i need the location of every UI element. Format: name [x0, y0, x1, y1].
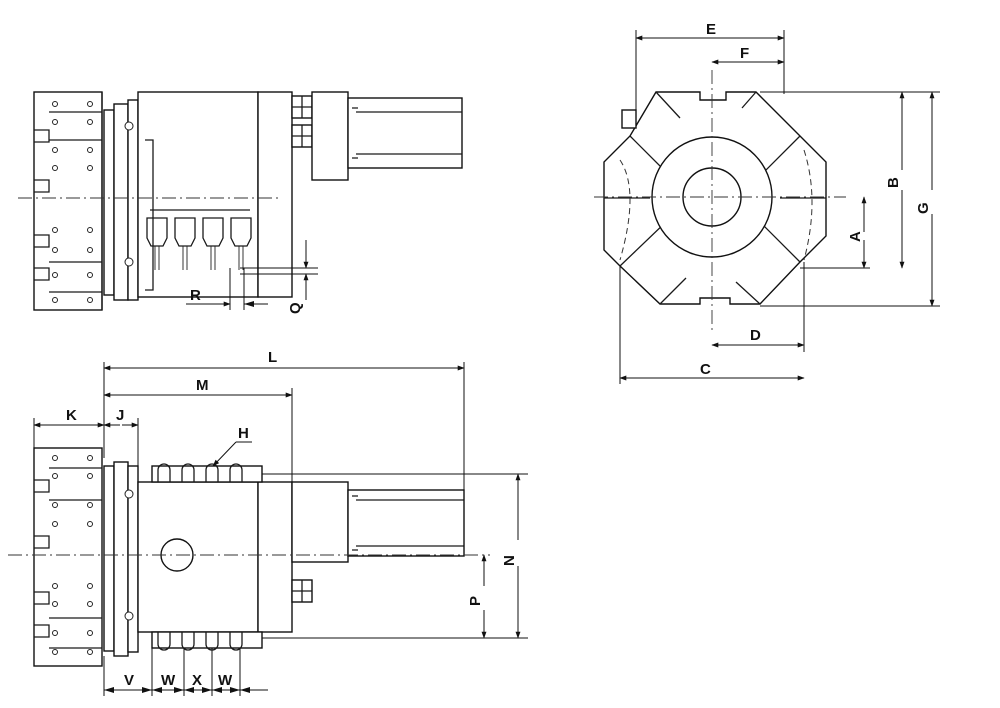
- svg-text:W: W: [161, 672, 176, 689]
- switch-body-lower: [137, 481, 259, 633]
- svg-text:D: D: [750, 327, 761, 344]
- switch-body: [137, 91, 259, 298]
- dimension-A: A: [800, 196, 870, 269]
- dimension-Q: Q: [240, 240, 318, 314]
- side-view-top: R Q: [18, 91, 463, 314]
- wafer-contacts-column-lower: [33, 447, 103, 667]
- svg-text:M: M: [196, 377, 209, 394]
- solder-lugs-top: [151, 463, 263, 483]
- dimension-C: C: [619, 266, 805, 384]
- dimension-L: L: [103, 349, 465, 552]
- svg-text:A: A: [847, 231, 864, 242]
- dimension-B: B: [760, 91, 940, 269]
- svg-text:N: N: [501, 555, 518, 566]
- dimension-R: R: [186, 268, 268, 310]
- svg-text:K: K: [66, 407, 77, 424]
- svg-text:W: W: [218, 672, 233, 689]
- svg-text:L: L: [268, 349, 277, 366]
- svg-text:C: C: [700, 361, 711, 378]
- side-view-bottom: L M K J H: [8, 349, 528, 696]
- dimension-F: F: [711, 45, 785, 65]
- dimension-H: H: [212, 425, 252, 467]
- front-view: E F A B G: [594, 21, 940, 384]
- dimension-VWXW: V W X W: [103, 648, 268, 696]
- svg-text:Q: Q: [287, 302, 304, 314]
- svg-text:B: B: [885, 177, 902, 188]
- dimension-K: K: [33, 407, 105, 448]
- svg-text:R: R: [190, 287, 201, 304]
- svg-text:X: X: [192, 672, 202, 689]
- svg-text:F: F: [740, 45, 749, 62]
- svg-text:G: G: [915, 202, 932, 214]
- dimension-M: M: [103, 377, 293, 484]
- svg-text:E: E: [706, 21, 716, 38]
- svg-text:V: V: [124, 672, 134, 689]
- svg-text:P: P: [467, 596, 484, 606]
- dimension-J: J: [103, 407, 139, 466]
- dimension-G: G: [760, 91, 940, 307]
- dimension-P: P: [467, 554, 487, 639]
- solder-lugs-bottom: [151, 631, 263, 651]
- terminals-row: [146, 217, 252, 270]
- svg-text:H: H: [238, 425, 249, 442]
- svg-text:J: J: [116, 407, 124, 424]
- dimension-D: D: [711, 262, 805, 352]
- wafer-contacts-column: [33, 91, 103, 311]
